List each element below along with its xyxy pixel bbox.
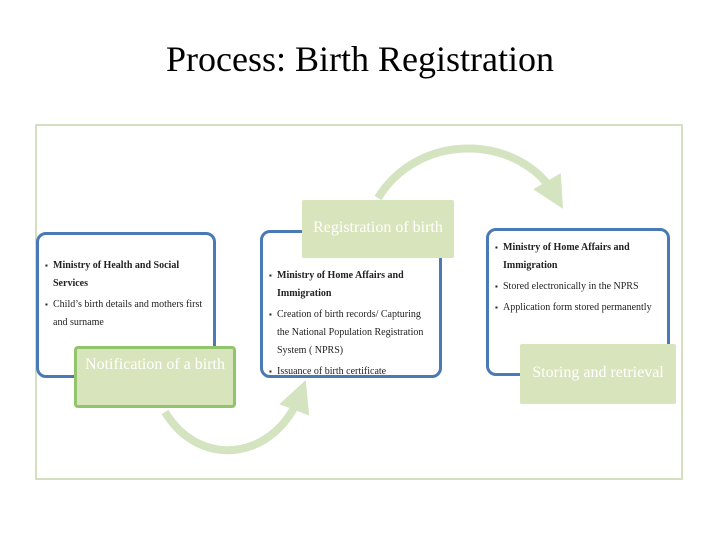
stage-label-registration: Registration of birth [302,200,454,258]
stage-label-storing: Storing and retrieval [520,344,676,404]
bullet-item: Application form stored permanently [495,299,661,317]
bullet-item: Ministry of Health and Social Services [45,257,207,293]
stage-label-notification: Notification of a birth [74,346,236,408]
bullet-item: Issuance of birth certificate [269,363,433,381]
bullet-item: Ministry of Home Affairs and Immigration [495,239,661,275]
bullet-item: Stored electronically in the NPRS [495,278,661,296]
bullet-item: Child’s birth details and mothers first … [45,296,207,332]
bullet-item: Creation of birth records/ Capturing the… [269,306,433,360]
arrow-notification-to-registration [161,380,310,455]
slide-title: Process: Birth Registration [166,39,554,79]
bullet-item: Ministry of Home Affairs and Immigration [269,267,433,303]
arrow-registration-to-storing [374,144,564,209]
